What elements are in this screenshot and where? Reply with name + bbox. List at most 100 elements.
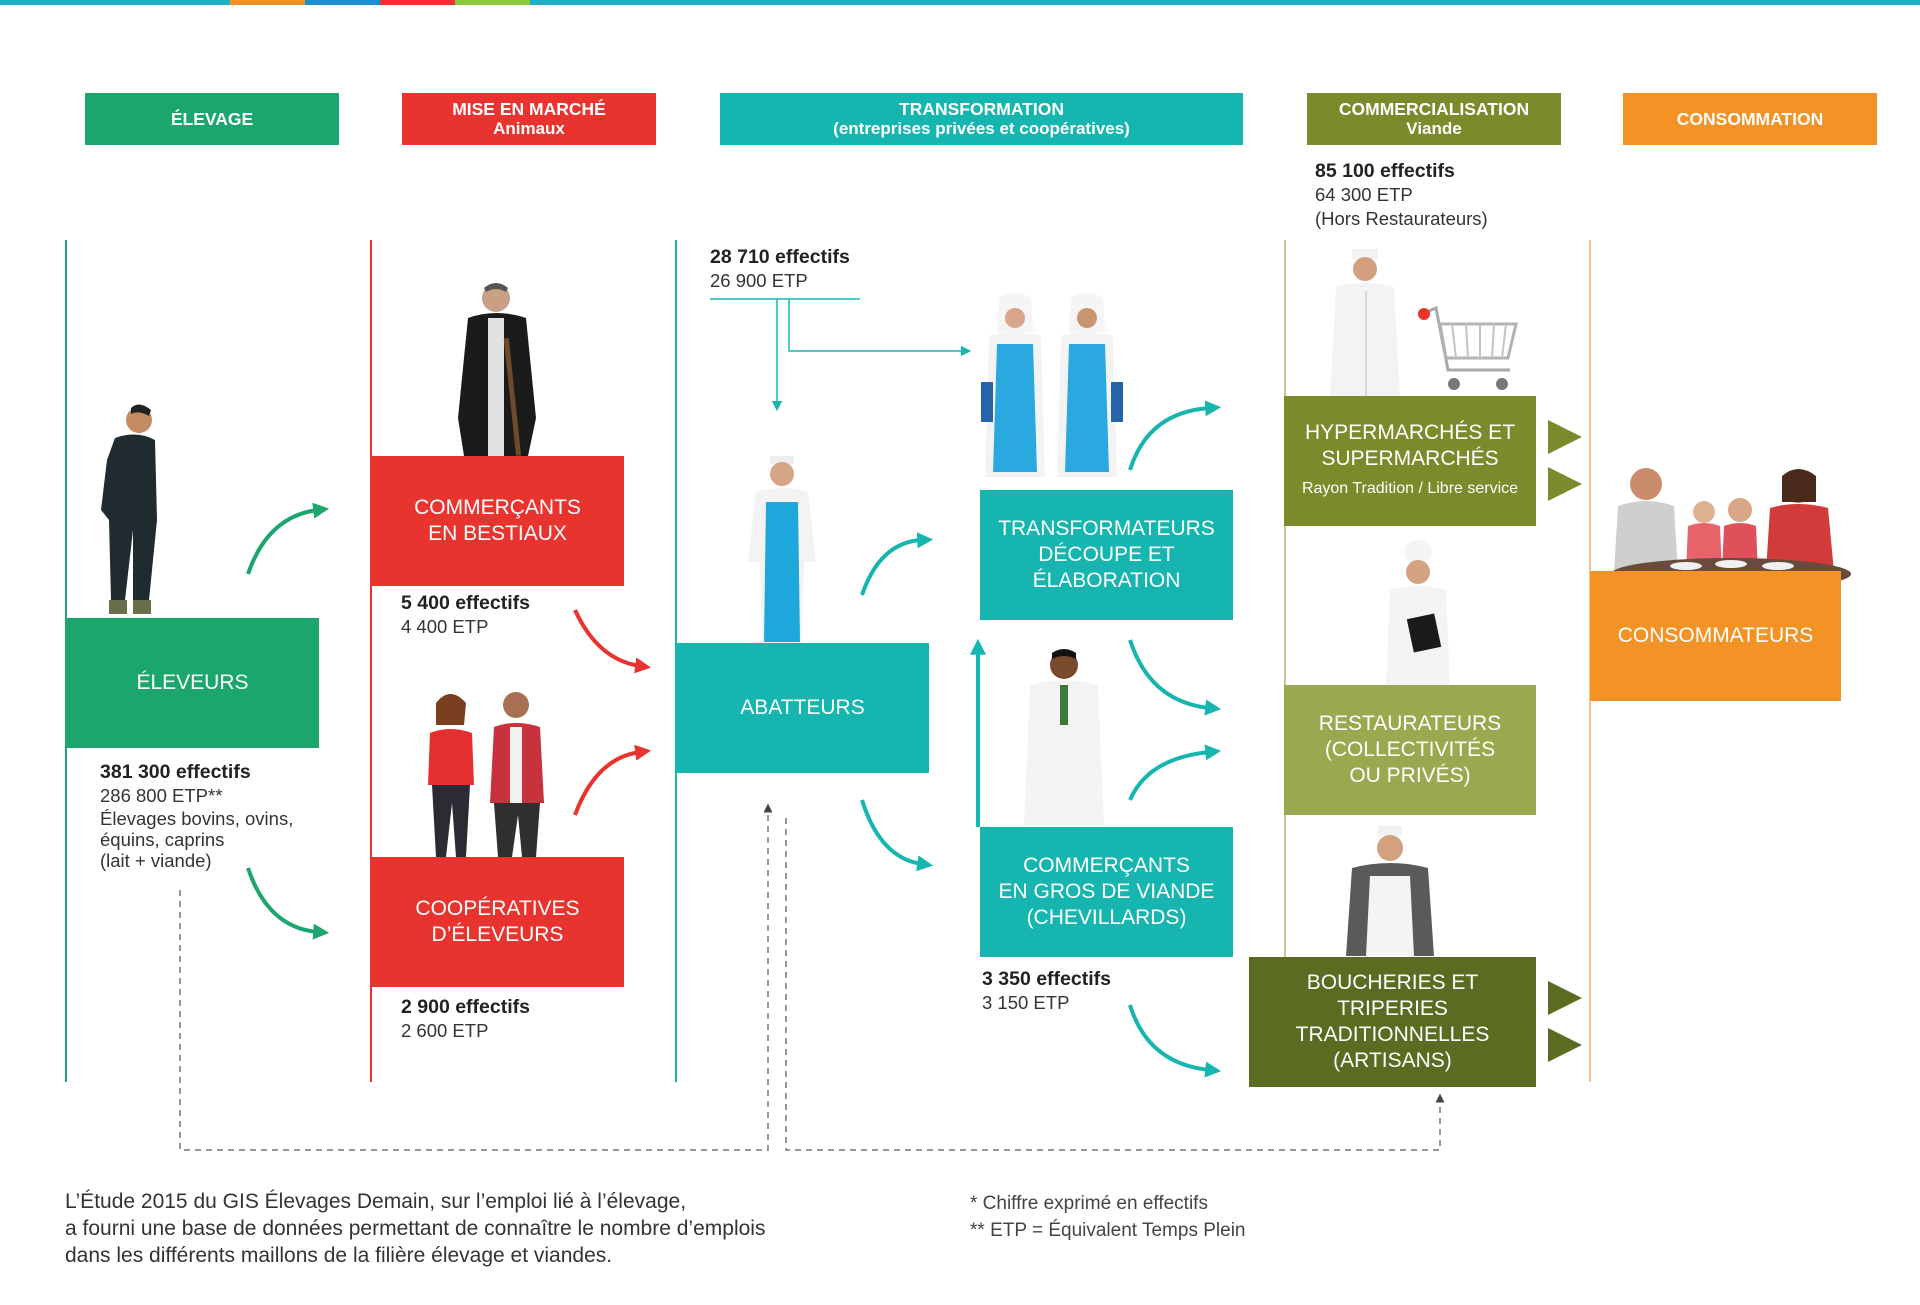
cooperatives-label-1: COOPÉRATIVES — [415, 897, 580, 920]
arrowhead-boucheries-2 — [1548, 1028, 1582, 1062]
transformateurs-label-1: TRANSFORMATEURS — [998, 517, 1215, 540]
header-commercialisation: COMMERCIALISATION Viande — [1307, 93, 1561, 145]
grossistes-label-3: (CHEVILLARDS) — [1026, 906, 1187, 929]
footnote-2: ** ETP = Équivalent Temps Plein — [970, 1220, 1246, 1241]
eleveurs-desc-2: équins, caprins — [100, 829, 225, 850]
eleveurs-label: ÉLEVEURS — [136, 671, 249, 694]
grossistes-effectifs: 3 350 effectifs — [982, 968, 1111, 990]
cooperatives-effectifs: 2 900 effectifs — [401, 996, 530, 1018]
header-transformation-sub: (entreprises privées et coopératives) — [833, 119, 1130, 138]
cooperatives-etp: 2 600 ETP — [401, 1020, 489, 1041]
restaurateurs-label-2: (COLLECTIVITÉS — [1324, 738, 1496, 761]
chef-figure — [1386, 540, 1450, 685]
study-note-line-2: a fourni une base de données permettant … — [65, 1217, 766, 1240]
header-consommation-title: CONSOMMATION — [1676, 108, 1824, 129]
box-hypermarches: HYPERMARCHÉS ET SUPERMARCHÉS Rayon Tradi… — [1284, 396, 1536, 526]
box-abatteurs: ABATTEURS — [676, 643, 929, 773]
hypermarches-label-2: SUPERMARCHÉS — [1321, 447, 1499, 470]
stat-transformation: 28 710 effectifs 26 900 ETP — [710, 245, 850, 293]
header-consommation: CONSOMMATION — [1623, 93, 1877, 145]
box-commercants-bestiaux: COMMERÇANTS EN BESTIAUX — [371, 456, 624, 586]
abatteurs-label: ABATTEURS — [740, 696, 865, 719]
boucheries-label-2: TRADITIONNELLES — [1295, 1023, 1490, 1046]
divider-mise-en-marche — [370, 240, 372, 1082]
arrow-commercants-abatteurs — [573, 609, 652, 674]
transformateurs-label-3: ÉLABORATION — [1032, 569, 1181, 592]
trader-figure — [458, 283, 536, 456]
arrow-grossistes-restaurateurs — [1128, 744, 1222, 801]
header-elevage: ÉLEVAGE — [85, 93, 339, 145]
header-mise-en-marche-sub: Animaux — [493, 119, 565, 138]
divider-commercialisation — [1284, 240, 1286, 1082]
eleveurs-effectifs: 381 300 effectifs — [100, 761, 251, 783]
cooperatives-label-2: D’ÉLEVEURS — [431, 923, 564, 946]
transformation-effectifs: 28 710 effectifs — [710, 246, 850, 268]
arrow-eleveurs-cooperatives — [246, 867, 330, 940]
hypermarches-label-1: HYPERMARCHÉS ET — [1304, 421, 1516, 444]
arrow-eleveurs-commercants — [246, 502, 330, 575]
header-transformation-title: TRANSFORMATION — [899, 99, 1064, 119]
arrow-transfo-hyper — [1128, 400, 1222, 471]
study-note-line-1: L’Étude 2015 du GIS Élevages Demain, sur… — [65, 1190, 687, 1213]
cooperative-couple-figure — [428, 692, 544, 857]
eleveurs-desc-3: (lait + viande) — [100, 850, 212, 871]
arrowhead-hyper-2 — [1548, 467, 1582, 501]
transformation-etp: 26 900 ETP — [710, 270, 808, 291]
stat-commercialisation: 85 100 effectifs 64 300 ETP (Hors Restau… — [1315, 159, 1488, 231]
eleveurs-etp: 286 800 ETP** — [100, 785, 223, 806]
commercialisation-etp: 64 300 ETP — [1315, 184, 1413, 205]
box-restaurateurs: RESTAURATEURS (COLLECTIVITÉS OU PRIVÉS) — [1284, 685, 1536, 815]
footnotes: * Chiffre exprimé en effectifs ** ETP = … — [970, 1190, 1245, 1244]
top-color-bar — [0, 0, 1920, 5]
stat-cooperatives: 2 900 effectifs 2 600 ETP — [401, 995, 530, 1043]
study-note: L’Étude 2015 du GIS Élevages Demain, sur… — [65, 1188, 765, 1269]
shopping-cart-icon — [1418, 305, 1518, 390]
commercants-label-2: EN BESTIAUX — [428, 522, 567, 545]
arrow-cooperatives-abatteurs — [573, 744, 652, 816]
arrow-grossistes-boucheries — [1128, 1004, 1222, 1078]
header-transformation: TRANSFORMATION (entreprises privées et c… — [720, 93, 1243, 145]
grossistes-label-2: EN GROS DE VIANDE — [998, 880, 1215, 903]
stat-commercants: 5 400 effectifs 4 400 ETP — [401, 591, 530, 639]
header-commercialisation-sub: Viande — [1406, 119, 1462, 138]
box-transformateurs: TRANSFORMATEURS DÉCOUPE ET ÉLABORATION — [980, 490, 1233, 620]
boucheries-label-3: (ARTISANS) — [1333, 1049, 1452, 1072]
box-consommateurs: CONSOMMATEURS — [1590, 571, 1841, 701]
consommateurs-label: CONSOMMATEURS — [1617, 624, 1814, 647]
slaughterer-figure — [748, 456, 816, 642]
box-cooperatives: COOPÉRATIVES D’ÉLEVEURS — [371, 857, 624, 987]
header-mise-en-marche-title: MISE EN MARCHÉ — [452, 99, 606, 119]
dashed-loop-left — [179, 803, 773, 1151]
study-note-line-3: dans les différents maillons de la filiè… — [65, 1244, 613, 1267]
commercants-etp: 4 400 ETP — [401, 616, 489, 637]
transformateurs-label-2: DÉCOUPE ET — [1038, 543, 1175, 566]
grossistes-label-1: COMMERÇANTS — [1023, 854, 1190, 877]
wholesaler-figure — [1024, 649, 1104, 825]
processing-workers-figure — [981, 293, 1123, 477]
header-mise-en-marche: MISE EN MARCHÉ Animaux — [402, 93, 656, 145]
restaurateurs-label-1: RESTAURATEURS — [1318, 712, 1502, 735]
boucheries-label-1: BOUCHERIES ET TRIPERIES — [1306, 971, 1479, 1020]
commercialisation-note: (Hors Restaurateurs) — [1315, 208, 1488, 229]
footnote-1: * Chiffre exprimé en effectifs — [970, 1193, 1208, 1214]
hypermarches-sub: Rayon Tradition / Libre service — [1301, 480, 1519, 497]
commercants-effectifs: 5 400 effectifs — [401, 592, 530, 614]
artisan-butcher-figure — [1346, 826, 1434, 956]
box-eleveurs: ÉLEVEURS — [66, 618, 319, 748]
box-boucheries: BOUCHERIES ET TRIPERIES TRADITIONNELLES … — [1249, 957, 1536, 1087]
dashed-loop-right — [785, 818, 1445, 1151]
header-commercialisation-title: COMMERCIALISATION — [1338, 99, 1530, 119]
connector-to-transformateurs — [788, 299, 972, 357]
commercialisation-effectifs: 85 100 effectifs — [1315, 160, 1455, 182]
commercants-label-1: COMMERÇANTS — [414, 496, 581, 519]
box-grossistes: COMMERÇANTS EN GROS DE VIANDE (CHEVILLAR… — [980, 827, 1233, 957]
butcher-retail-figure — [1330, 249, 1400, 397]
arrowhead-boucheries-1 — [1548, 981, 1582, 1015]
arrowhead-hyper-1 — [1548, 420, 1582, 454]
arrow-transfo-restaurateurs — [1128, 639, 1222, 716]
header-elevage-title: ÉLEVAGE — [170, 108, 254, 129]
restaurateurs-label-3: OU PRIVÉS) — [1349, 764, 1471, 787]
arrow-abatteurs-transformateurs — [860, 532, 934, 596]
grossistes-etp: 3 150 ETP — [982, 992, 1070, 1013]
